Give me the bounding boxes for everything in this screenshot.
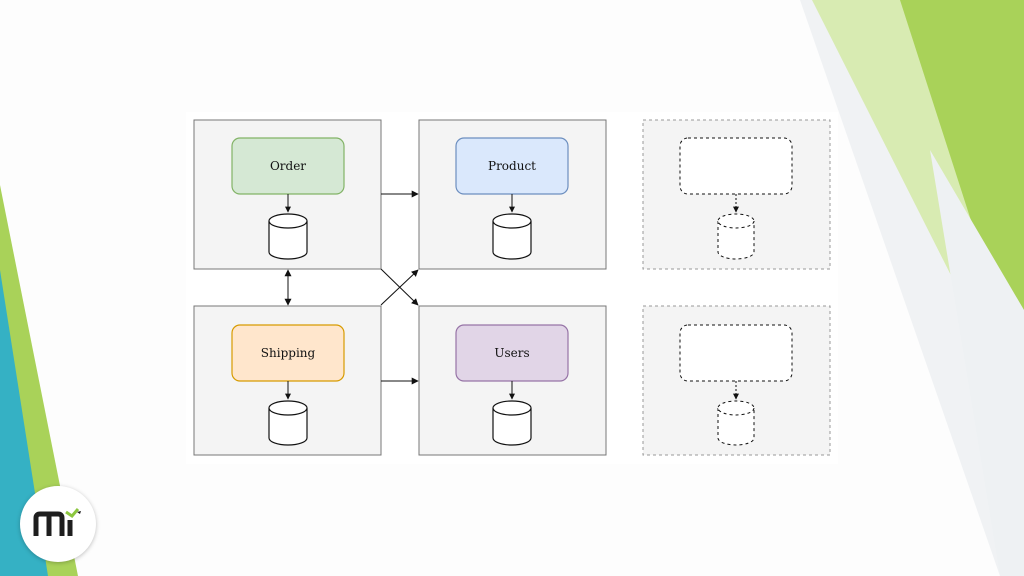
brand-logo xyxy=(20,486,96,562)
service-box-order xyxy=(231,137,345,195)
decor-right xyxy=(800,0,1024,576)
database-shipping xyxy=(268,400,308,446)
service-box-shipping xyxy=(231,324,345,382)
service-box-product xyxy=(455,137,569,195)
database-order xyxy=(268,213,308,260)
service-box-users xyxy=(455,324,569,382)
database-placeholder-top xyxy=(717,213,755,260)
placeholder-box-top xyxy=(679,137,793,195)
database-placeholder-bottom xyxy=(717,400,755,446)
database-product xyxy=(492,213,532,260)
database-users xyxy=(492,400,532,446)
logo-mark-icon xyxy=(33,508,81,536)
connection-shipping-to-product xyxy=(380,269,419,306)
decor-right-pale-lower xyxy=(930,150,1024,576)
placeholder-box-bottom xyxy=(679,324,793,382)
